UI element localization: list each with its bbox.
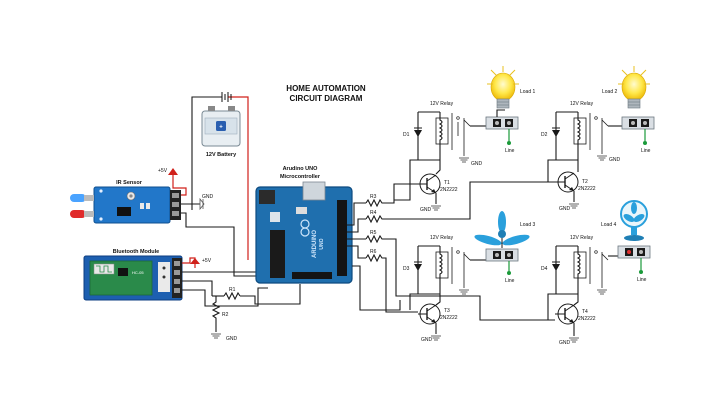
r2-label: R2 [222,312,229,318]
battery: + 12V Battery [191,92,249,260]
channel-2: 12V Relay GND D2 Line Load 2 [541,66,655,212]
bluetooth-module: Bluetooth Module HC-05 [83,249,183,301]
t4-part: 2N2222 [578,316,596,322]
relay-3-label: 12V Relay [430,235,454,241]
diode-1-label: D1 [403,132,410,138]
t1-part: 2N2222 [440,187,458,193]
line-3-label: Line [505,278,515,284]
t1-name: T1 [444,180,450,186]
gnd-t2: GND [559,206,571,212]
line-1-label: Line [505,148,515,154]
line-4-label: Line [637,277,647,283]
title-line-1: HOME AUTOMATION [286,84,366,93]
r1-label: R1 [229,287,236,293]
arduino-uno: Arudino UNO Microcontroller ARDUINO UNO [255,166,353,284]
gnd-t4: GND [559,340,571,346]
svg-text:+: + [219,125,223,131]
t3-part: 2N2222 [440,315,458,321]
load-1-label: Load 1 [520,89,536,95]
bluetooth-label: Bluetooth Module [113,249,159,255]
ir-sensor: IR Sensor [70,180,181,224]
r4-label: R4 [370,210,377,216]
relay-4-label: 12V Relay [570,235,594,241]
load-2-label: Load 2 [602,89,618,95]
gnd-relay-2: GND [609,157,621,163]
ir-plus5v-label: +5V [158,168,168,174]
battery-label: 12V Battery [206,152,237,158]
r3-label: R3 [370,194,377,200]
gnd-t3: GND [421,337,433,343]
relay-2-label: 12V Relay [570,101,594,107]
gnd-r2-label: GND [226,336,238,342]
t2-name: T2 [582,179,588,185]
load-3-label: Load 3 [520,222,536,228]
diode-2-label: D2 [541,132,548,138]
diode-3-label: D3 [403,266,410,272]
channel-4: 12V Relay D4 Line Load 4 [541,200,651,346]
ir-gnd-symbol [199,197,205,211]
channel-3: 12V Relay D3 Line Load 3 [403,211,536,343]
arduino-model: UNO [319,238,325,249]
channel-1: 12V Relay GND D1 Line Load 1 [403,66,536,213]
t4-name: T4 [582,309,588,315]
r6-label: R6 [370,249,377,255]
t3-name: T3 [444,308,450,314]
ir-gnd-label: GND [202,194,214,200]
r5-label: R5 [370,230,377,236]
bt-plus5v-label: +5V [202,258,212,264]
arduino-brand: ARDUINO [312,230,318,258]
relay-1-label: 12V Relay [430,101,454,107]
ir-sensor-label: IR Sensor [116,180,143,186]
title-line-2: CIRCUIT DIAGRAM [290,94,363,103]
line-2-label: Line [641,148,651,154]
diode-4-label: D4 [541,266,548,272]
gnd-relay-1: GND [471,161,483,167]
bluetooth-chip-label: HC-05 [132,270,144,275]
arduino-label-2: Microcontroller [280,174,321,180]
gnd-t1: GND [420,207,432,213]
load-4-label: Load 4 [601,222,617,228]
t2-part: 2N2222 [578,186,596,192]
arduino-label-1: Arudino UNO [283,166,319,172]
